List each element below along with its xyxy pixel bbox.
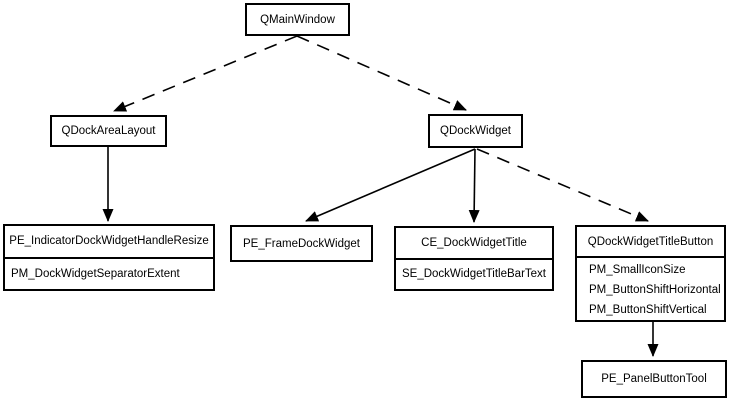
node-qdockarealayout: QDockAreaLayout: [50, 115, 167, 147]
edge-qdockwidget-to-dock_title: [468, 148, 480, 223]
node-qdockwidget: QDockWidget: [428, 114, 523, 148]
node-header: PE_IndicatorDockWidgetHandleResize: [9, 235, 209, 248]
node-qmainwindow: QMainWindow: [245, 3, 350, 36]
node-header: CE_DockWidgetTitle: [421, 236, 527, 249]
node-label: QDockWidget: [440, 125, 511, 137]
node-item: PM_ButtonShiftVertical: [589, 304, 707, 316]
edge-qmainwindow-to-qdockarealayout: [113, 35, 298, 112]
edge-qdockwidget-to-title_button: [476, 148, 649, 222]
node-frame-dock-widget: PE_FrameDockWidget: [230, 225, 373, 262]
node-dockarea-metrics: PE_IndicatorDockWidgetHandleResize PM_Do…: [3, 224, 215, 291]
node-label: PE_FrameDockWidget: [243, 237, 360, 250]
node-item: PM_SmallIconSize: [589, 264, 686, 276]
edge-qmainwindow-to-qdockwidget: [296, 35, 467, 111]
node-label: QMainWindow: [260, 13, 335, 26]
node-item: SE_DockWidgetTitleBarText: [401, 268, 546, 281]
node-header: QDockWidgetTitleButton: [587, 235, 714, 248]
node-panel-button-tool: PE_PanelButtonTool: [581, 360, 727, 398]
node-dock-title: CE_DockWidgetTitle SE_DockWidgetTitleBar…: [394, 226, 554, 291]
node-label: QDockAreaLayout: [61, 125, 156, 137]
edge-qdockwidget-to-frame_dock_widget: [305, 148, 476, 222]
node-item: PM_DockWidgetSeparatorExtent: [11, 267, 180, 280]
node-label: PE_PanelButtonTool: [601, 373, 707, 385]
node-item: PM_ButtonShiftHorizontal: [589, 284, 721, 296]
node-title-button: QDockWidgetTitleButton PM_SmallIconSize …: [575, 225, 726, 322]
